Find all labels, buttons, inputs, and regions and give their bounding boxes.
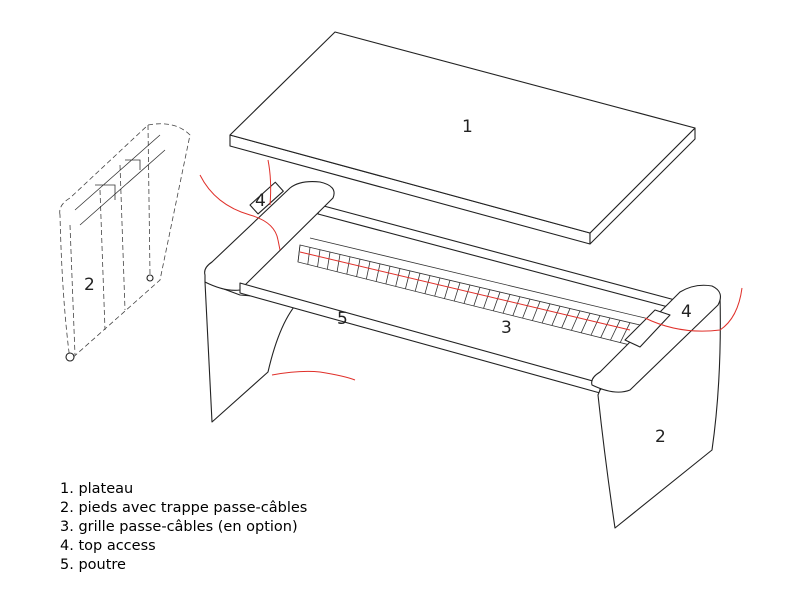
grid-slat (483, 289, 491, 309)
grid-slat (444, 280, 451, 299)
cables (199, 159, 743, 381)
grid-slat (414, 273, 421, 292)
callout-grid: 3 (501, 318, 512, 338)
grid-slat (453, 282, 461, 302)
grid-slat (502, 294, 511, 314)
grid-slat (473, 287, 481, 307)
front-beam (239, 282, 601, 394)
grid-slat (600, 317, 611, 338)
grid-slat (395, 268, 401, 287)
legend-item: 5. poutre (60, 557, 126, 573)
grid-slat (463, 284, 471, 304)
right-leg-drawing (591, 284, 721, 529)
grid-top-rail (309, 237, 646, 319)
grid-slat (307, 247, 311, 265)
grid-slat (561, 308, 571, 329)
grid-slat (317, 249, 321, 267)
grid-slat (492, 291, 501, 311)
grid-slat (375, 263, 381, 282)
callout-plateau: 1 (462, 117, 473, 137)
legend-item: 2. pieds avec trappe passe-câbles (60, 500, 308, 516)
callout-detached-leg: 2 (84, 275, 95, 295)
grid-slat (571, 310, 581, 331)
plateau-drawing (229, 31, 696, 245)
grid-slat (512, 296, 521, 316)
grid-slat (522, 298, 531, 319)
legend-item: 4. top access (60, 538, 156, 554)
callout-top-access-left: 4 (255, 191, 266, 211)
callout-beam: 5 (337, 309, 348, 329)
callout-right-leg: 2 (655, 427, 666, 447)
detached-leg-drawing (59, 123, 191, 362)
callout-top-access-right: 4 (681, 302, 692, 322)
grid-slat (619, 322, 631, 343)
grid-slat (434, 277, 441, 297)
legend-item: 1. plateau (60, 481, 134, 497)
grid-slat (346, 256, 351, 275)
legend: 1. plateau 2. pieds avec trappe passe-câ… (60, 480, 307, 575)
grid-slat (356, 259, 361, 277)
grid-slat (365, 261, 371, 280)
grid-slat (405, 270, 411, 289)
grid-slat (531, 301, 541, 321)
back-beam (317, 204, 676, 309)
grid-slat (326, 251, 331, 270)
grid-slat (551, 306, 561, 326)
left-leg-drawing (204, 181, 335, 423)
grid-slat (590, 315, 601, 336)
grid-slat (580, 313, 591, 333)
grid-slat (610, 320, 621, 341)
legend-item: 3. grille passe-câbles (en option) (60, 519, 298, 535)
grid-slat (297, 244, 301, 263)
grid-slat (424, 275, 431, 294)
grid-slat (541, 303, 551, 324)
grid-slat (385, 266, 391, 285)
grid-slat (336, 254, 341, 272)
